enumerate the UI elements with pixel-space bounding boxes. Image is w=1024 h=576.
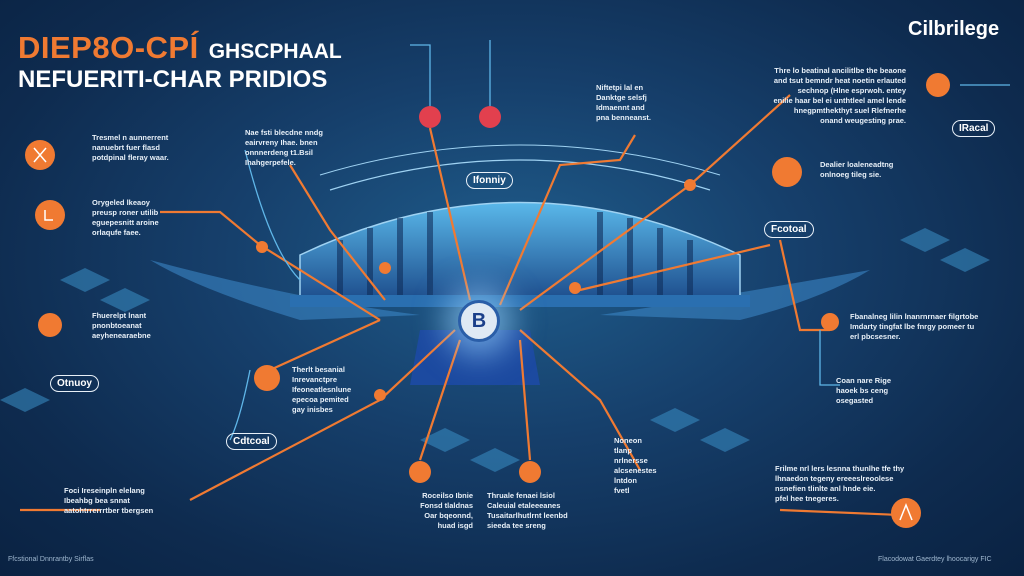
text-block: Orygeled lkeaoy preusp roner utilib egue… — [92, 198, 159, 237]
text-block: Foci Ireseinpln elelang Ibeahbg bea snna… — [64, 486, 154, 515]
title-line-1: DIEP8O-CPÍ GHSCPHAAL — [18, 30, 342, 66]
logo: Cilbrilege — [908, 18, 1000, 40]
bridge-arch — [299, 201, 741, 301]
text-block: Tresmel n aunnerrent nanuebrt fuer flasd… — [92, 133, 169, 162]
bridge-label: Ifonniy — [466, 172, 513, 189]
label-2: Fcotoal — [764, 221, 814, 238]
text-block: Coan nare Rige haoek bs ceng osegasted — [836, 376, 892, 405]
text-block: Therlt besanial Inrevanctpre Ifeoneatles… — [292, 365, 352, 414]
text-block: Frilme nrl lers lesnna thunlhe tfe thy l… — [775, 464, 905, 503]
title-white: GHSCPHAAL — [208, 40, 342, 63]
label-4: Cdtcoal — [226, 433, 277, 450]
text-block: Noneon tlanp nrlnersse alcsenestes lntdo… — [614, 436, 657, 495]
subtitle: NEFUERITI-CHAR PRIDIOS — [18, 66, 328, 93]
text-block: Thre lo beatinal ancilitlbe the beaone a… — [773, 66, 906, 125]
text-block: Fbanalneg lilin lnanrnrnaer filgrtobe Im… — [850, 312, 979, 341]
text-block: Dealier loaleneadtng onlnoeg tileg sie. — [820, 160, 894, 179]
text-block: Nae fsti blecdne nndg eairvreny Ihae. bn… — [245, 128, 323, 167]
text-block: Thruale fenaei lsiol Caleuial etaleeeane… — [487, 491, 568, 530]
title-orange: DIEP8O-CPÍ — [18, 30, 199, 65]
center-badge: B — [458, 300, 500, 342]
label-1: IRacal — [952, 120, 996, 137]
label-3: Otnuoy — [50, 375, 99, 392]
pedestal — [410, 330, 540, 385]
text-block: Roceilso Ibnie Fonsd tlaldnas Oar bqeonn… — [420, 491, 473, 530]
footer-left: Ffcstional Dnnrantby Sirflas — [8, 556, 94, 563]
step-icons — [25, 73, 950, 528]
text-block: Niftetpi lal en Danktge selsfj Idmaennt … — [596, 83, 652, 122]
footer-right: Flacodowat Gaerdtey lhoocarigy FIC — [878, 556, 992, 563]
text-block: Fhuerelpt lnant pnonbtoeanat aeyhenearae… — [92, 311, 151, 340]
